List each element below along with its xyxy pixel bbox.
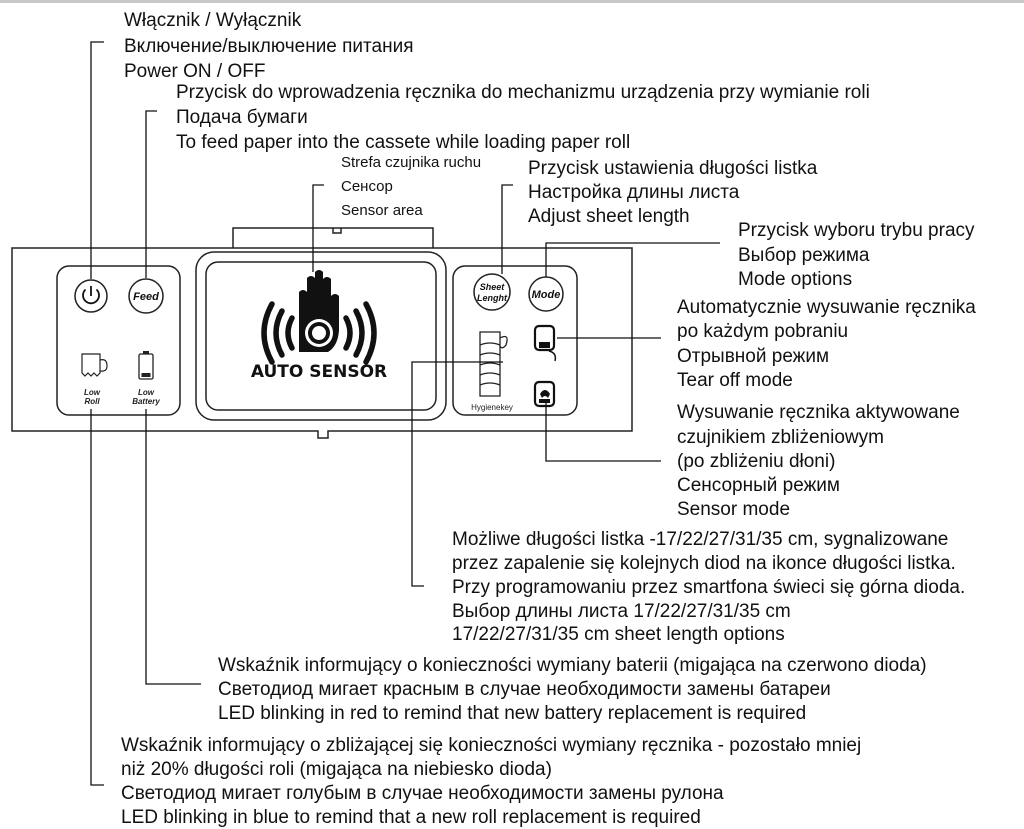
sheet-length-button[interactable]: Sheet Lenght [473,273,511,311]
callout-power-line-1: Włącznik / Wyłącznik [124,10,302,31]
callout-length-line-3: Przy programowaniu przez smartfona świec… [452,577,965,598]
callout-sheet: Przycisk ustawienia długości listka Наст… [528,158,818,227]
callout-sensor-line-2: Сенсор [341,178,393,195]
length-leader [411,361,503,587]
low-roll-label-1: Low [84,388,101,397]
callout-power-line-2: Включение/выключение питания [124,36,414,57]
sheet-button-label-1: Sheet [480,282,506,292]
callout-feed: Przycisk do wprowadzenia ręcznika do mec… [176,82,870,153]
callout-length-line-4: Выбор длины листа 17/22/27/31/35 cm [452,601,791,622]
right-module [452,265,578,416]
leader-lines [90,41,720,786]
hand-icon [299,270,339,352]
mode-leader [545,242,720,277]
callout-sensor-mode-line-4: Сенсорный режим [677,475,840,496]
callout-mode-line-1: Przycisk wyboru trybu pracy [738,220,975,241]
callout-mode-line-2: Выбор режима [738,245,870,266]
power-button[interactable] [74,279,108,313]
feed-button-label: Feed [133,291,159,303]
callout-sensor: Strefa czujnika ruchu Сенсор Sensor area [341,154,481,219]
callout-sensor-mode-line-1: Wysuwanie ręcznika aktywowane [677,402,960,423]
low-battery-label-1: Low [138,388,155,397]
mode-button-label: Mode [532,289,561,301]
callout-sensor-mode-line-3: (po zbliżeniu dłoni) [677,451,835,472]
callout-feed-line-3: To feed paper into the cassete while loa… [176,132,630,153]
callout-feed-line-2: Подача бумаги [176,107,308,128]
motion-waves-icon [261,301,377,365]
power-icon [82,286,100,305]
callout-roll-line-2: niż 20% długości roli (migająca na niebi… [121,759,552,780]
tear-off-mode-icon [533,324,557,362]
brand-label: Hygienekey [471,403,513,412]
callout-sensor-mode: Wysuwanie ręcznika aktywowane czujnikiem… [677,402,960,520]
sensor-tab [232,227,434,248]
callout-tear-off-line-3: Отрывной режим [677,346,829,367]
callout-sensor-mode-line-5: Sensor mode [677,499,790,520]
callout-tear-off-line-4: Tear off mode [677,370,793,391]
callout-tear-off-line-1: Automatycznie wysuwanie ręcznika [677,297,976,318]
battery-leader [145,409,201,685]
sensor-leader [312,184,324,272]
roll-leader [90,409,104,786]
sheet-button-label-2: Lenght [477,293,508,303]
panel-outline [11,247,633,439]
callout-roll: Wskaźnik informujący o zbliżającej się k… [121,735,861,828]
callout-battery: Wskaźnik informujący o konieczności wymi… [218,655,927,724]
mode-button[interactable]: Mode [528,276,564,312]
callout-sheet-line-2: Настройка длины листа [528,182,740,203]
callout-mode-line-3: Mode options [738,269,852,290]
callout-sheet-line-3: Adjust sheet length [528,206,690,227]
callout-mode: Przycisk wyboru trybu pracy Выбор режима… [738,220,975,290]
callout-roll-line-1: Wskaźnik informujący o zbliżającej się k… [121,735,861,756]
callout-roll-line-3: Светодиод мигает голубым в случае необхо… [121,783,724,804]
callout-length-line-1: Możliwe długości listka -17/22/27/31/35 … [452,529,948,550]
callout-sheet-line-1: Przycisk ustawienia długości listka [528,158,818,179]
callout-battery-line-2: Светодиод мигает красным в случае необхо… [218,679,831,700]
low-roll-icon [81,353,108,377]
sensor-mode-icon [533,380,556,408]
callout-sensor-mode-line-2: czujnikiem zbliżeniowym [677,427,884,448]
callout-sensor-line-1: Strefa czujnika ruchu [341,154,481,171]
power-leader [90,41,104,279]
sensor-window: AUTO SENSOR [195,251,447,421]
callout-battery-line-3: LED blinking in red to remind that new b… [218,703,806,724]
callout-length: Możliwe długości listka -17/22/27/31/35 … [452,529,965,645]
left-module [56,265,181,416]
feed-button[interactable]: Feed [128,278,164,314]
callout-length-line-2: przez zapalenie się kolejnych diod na ik… [452,553,956,574]
top-rule [0,0,1024,3]
sheet-leader [501,184,513,274]
callout-power-line-3: Power ON / OFF [124,61,265,82]
callout-power: Włącznik / Wyłącznik Включение/выключени… [124,10,414,82]
low-battery-icon [138,351,154,380]
callout-sensor-line-3: Sensor area [341,202,423,219]
callout-roll-line-4: LED blinking in blue to remind that a ne… [121,807,701,828]
auto-sensor-label: AUTO SENSOR [251,362,387,382]
callout-battery-line-1: Wskaźnik informujący o konieczności wymi… [218,655,927,676]
sheet-length-icon [479,331,508,397]
callout-feed-line-1: Przycisk do wprowadzenia ręcznika do mec… [176,82,870,103]
low-roll-label-2: Roll [84,397,100,406]
feed-leader [145,110,157,278]
low-battery-label-2: Battery [132,397,160,406]
control-panel: Feed Low Roll Low Battery [11,227,633,439]
callout-tear-off-line-2: po każdym pobraniu [677,321,848,342]
callout-length-line-5: 17/22/27/31/35 cm sheet length options [452,624,785,645]
callout-tear-off: Automatycznie wysuwanie ręcznika po każd… [677,297,976,391]
sensor-mode-leader [545,403,661,462]
